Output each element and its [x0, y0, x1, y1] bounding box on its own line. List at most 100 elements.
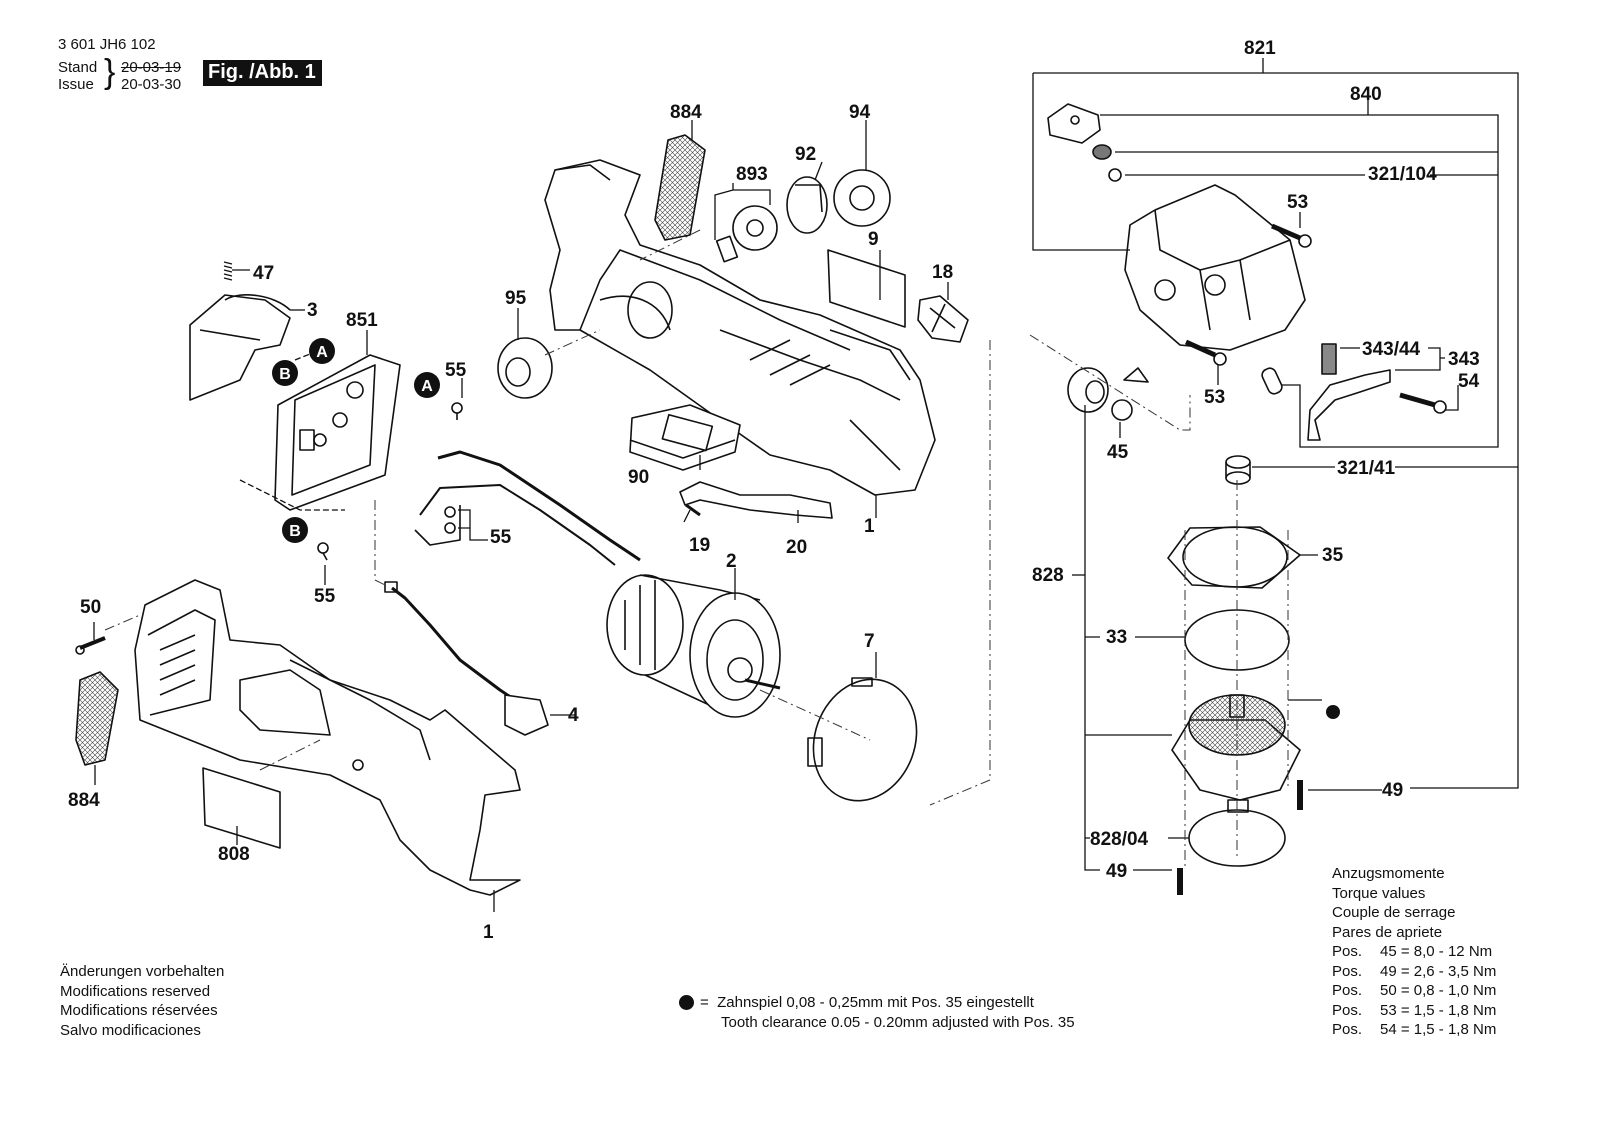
o-ring-828-04	[1188, 809, 1286, 867]
svg-text:A: A	[421, 378, 433, 395]
brace-symbol: }	[104, 53, 116, 91]
marker-a-1: A	[309, 338, 335, 364]
modifications-note: Änderungen vorbehalten Modifications res…	[60, 962, 224, 1040]
callout-53-bottom: 53	[1204, 387, 1225, 408]
torque-title-de: Anzugsmomente	[1332, 865, 1445, 882]
note-line-en: Modifications reserved	[60, 982, 211, 1000]
torque-row: Pos.49 = 2,6 - 3,5 Nm	[1332, 962, 1497, 980]
callout-49-bottom: 49	[1106, 861, 1127, 882]
connector-4	[384, 581, 549, 736]
callout-821: 821	[1244, 38, 1276, 59]
screw-53-bottom	[1184, 339, 1227, 366]
screw-55-a	[451, 402, 463, 420]
motor-2	[606, 574, 781, 718]
spring-840	[1092, 144, 1112, 160]
air-grille-bottom	[75, 671, 119, 766]
stand-date: 20-03-19	[121, 59, 182, 76]
callout-7: 7	[864, 631, 875, 652]
note-line-fr: Modifications réservées	[60, 1002, 218, 1019]
bushing-321-41	[1225, 455, 1251, 485]
spring-343-44	[1321, 343, 1337, 375]
callout-90: 90	[628, 467, 649, 488]
issue-date: 20-03-30	[121, 76, 182, 93]
callout-1-bottom: 1	[483, 922, 494, 943]
callout-54: 54	[1458, 371, 1480, 392]
torque-row: Pos.54 = 1,5 - 1,8 Nm	[1332, 1021, 1497, 1038]
part-18	[917, 295, 969, 343]
spring-19	[685, 503, 701, 517]
torque-title-fr: Couple de serrage	[1332, 904, 1456, 921]
part-95	[497, 337, 553, 399]
callout-3: 3	[307, 300, 318, 321]
torque-values-table: Anzugsmomente Torque values Couple de se…	[1332, 864, 1496, 1040]
callout-18: 18	[932, 262, 953, 283]
callout-55-b: 55	[490, 527, 512, 548]
bracket-3	[189, 294, 291, 401]
callout-893: 893	[736, 164, 768, 185]
lever-343	[1307, 369, 1391, 441]
figure-badge: Fig. /Abb. 1	[203, 60, 322, 86]
spindle-lock-cap	[1047, 103, 1101, 144]
callout-851: 851	[346, 310, 378, 331]
callout-2: 2	[726, 551, 737, 572]
callout-33: 33	[1106, 627, 1127, 648]
tooth-clearance-marker	[1326, 705, 1340, 719]
label-sticker-9	[827, 249, 906, 328]
bearing-small	[1123, 367, 1149, 383]
torque-title-es: Pares de apriete	[1332, 923, 1443, 941]
callout-55-c: 55	[314, 586, 336, 607]
screw-50	[75, 636, 106, 655]
electronics-module-851	[274, 354, 401, 511]
gear-housing	[1124, 184, 1306, 351]
bevel-gear-assembly	[1171, 694, 1301, 813]
housing-upper-part	[544, 159, 936, 496]
torque-row: Pos.45 = 8,0 - 12 Nm	[1332, 943, 1493, 960]
marker-b-2: B	[282, 517, 308, 543]
svg-text:B: B	[279, 366, 291, 383]
callout-35: 35	[1322, 545, 1344, 566]
callout-19: 19	[689, 535, 710, 556]
callout-840: 840	[1350, 84, 1382, 105]
note-line-es: Salvo modificaciones	[60, 1021, 201, 1039]
reference-markers: A B A B	[272, 338, 440, 543]
nut-45	[1111, 399, 1133, 421]
callout-95: 95	[505, 288, 527, 309]
spring-47	[223, 261, 233, 281]
callout-828: 828	[1032, 565, 1064, 586]
callout-92: 92	[795, 144, 816, 165]
tooth-clearance-de: Zahnspiel 0,08 - 0,25mm mit Pos. 35 eing…	[717, 994, 1034, 1011]
lever-20	[679, 481, 833, 519]
screw-54	[1399, 392, 1447, 414]
screw-55-b	[317, 542, 329, 561]
pin	[1261, 367, 1283, 395]
plate-35	[1167, 526, 1301, 589]
note-line-de: Änderungen vorbehalten	[60, 963, 225, 980]
callout-828-04: 828/04	[1090, 829, 1149, 850]
callout-47: 47	[253, 263, 274, 284]
callout-20: 20	[786, 537, 807, 558]
callout-808: 808	[218, 844, 250, 865]
torque-row: Pos.53 = 1,5 - 1,8 Nm	[1332, 1001, 1497, 1019]
label-sticker-808	[202, 767, 281, 849]
callout-343-44: 343/44	[1362, 339, 1421, 360]
callout-94: 94	[849, 102, 871, 123]
bullet-icon	[679, 995, 694, 1010]
issue-label: Issue	[58, 76, 94, 93]
assembly-axes	[104, 229, 1289, 870]
tooth-clearance-note: = Zahnspiel 0,08 - 0,25mm mit Pos. 35 ei…	[700, 993, 1075, 1032]
ring-7	[807, 677, 918, 802]
equals-sign: =	[700, 994, 709, 1011]
switch-module-90	[629, 404, 741, 471]
callout-50: 50	[80, 597, 101, 618]
stand-label: Stand	[58, 59, 98, 76]
o-ring-321-104	[1108, 168, 1122, 182]
svg-text:A: A	[316, 344, 328, 361]
callout-labels: 884 94 92 893 9 18 95 47 3 851 55 55 55 …	[68, 38, 1480, 943]
callout-49-right: 49	[1382, 780, 1403, 801]
callout-4: 4	[568, 705, 579, 726]
callout-321-104: 321/104	[1368, 164, 1437, 185]
callout-884-b: 884	[68, 790, 100, 811]
part-94	[833, 169, 891, 227]
document-number: 3 601 JH6 102	[58, 36, 156, 53]
